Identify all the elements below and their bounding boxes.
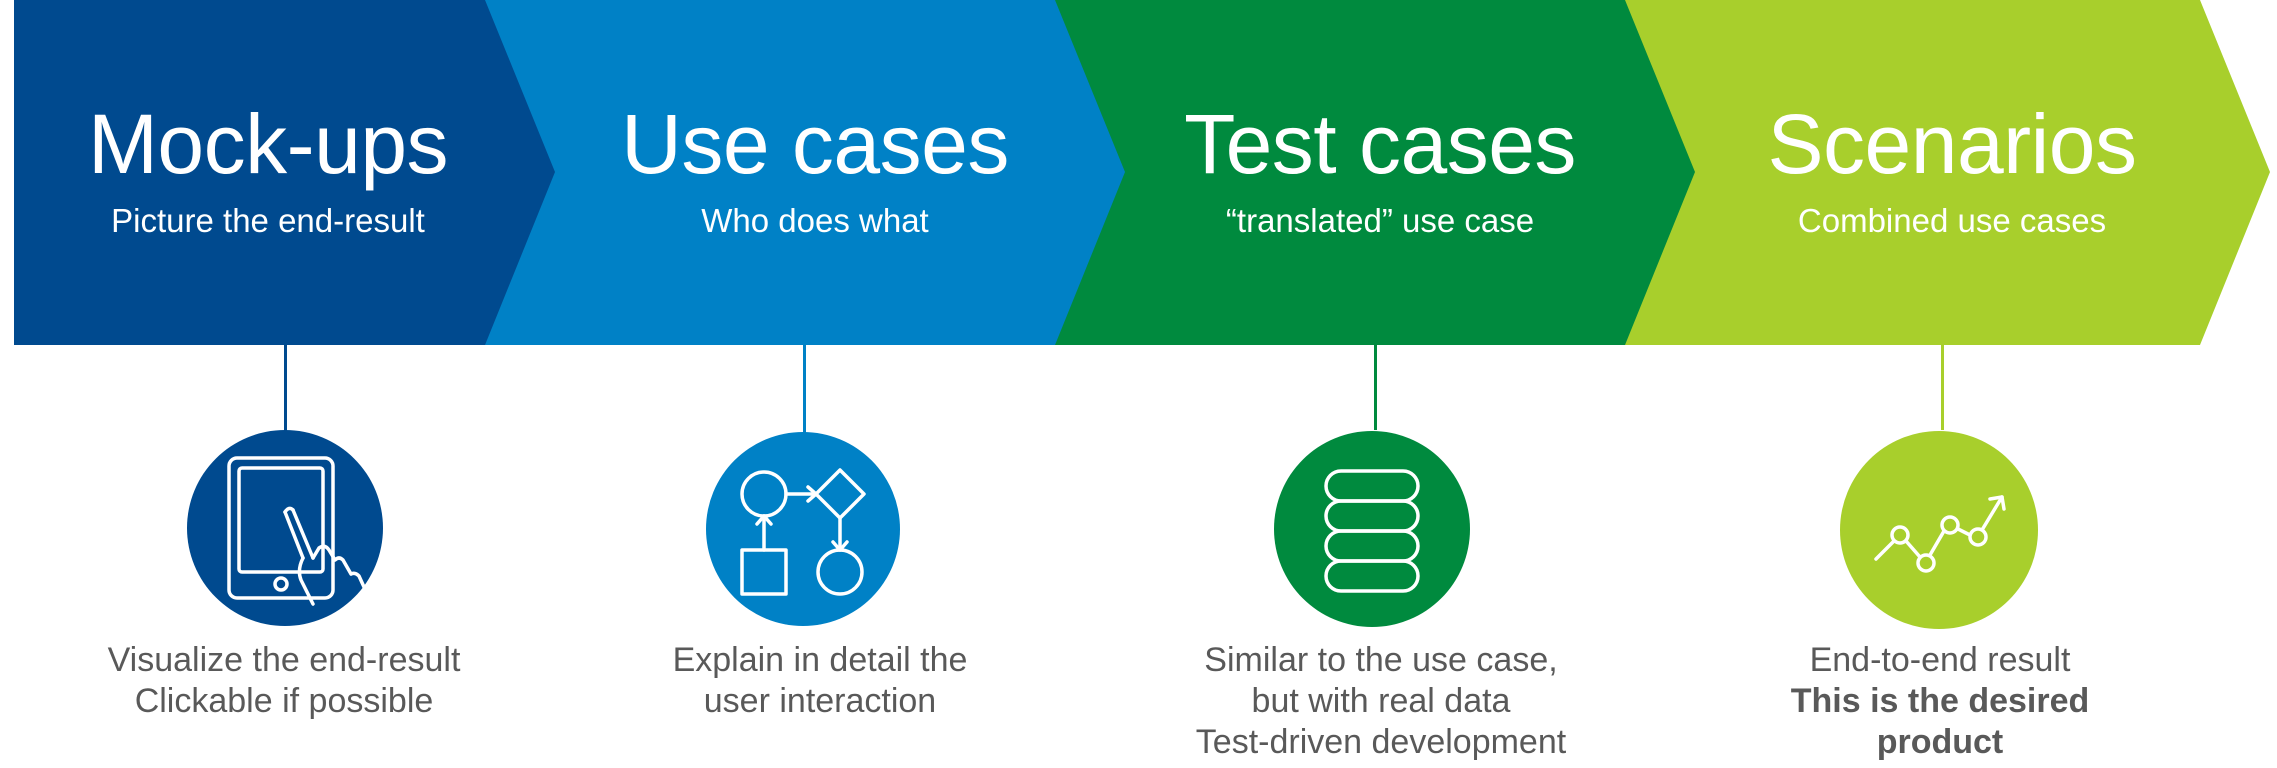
step-3-icon-circle (1274, 431, 1470, 627)
step-2-header: Use cases Who does what (555, 0, 1075, 345)
step-1-subtitle: Picture the end-result (111, 202, 425, 239)
step-2-description: Explain in detail the user interaction (560, 640, 1080, 722)
step-3-header: Test cases “translated” use case (1120, 0, 1640, 345)
connector-1 (284, 345, 287, 445)
chevron-step-3 (1055, 0, 1700, 345)
step-3-description-line-1: Similar to the use case, (1204, 641, 1558, 679)
step-4-header: Scenarios Combined use cases (1692, 0, 2212, 345)
step-3-title: Test cases (1184, 97, 1576, 191)
step-3-description-line-3: Test-driven development (1195, 723, 1567, 761)
chevron-step-1 (14, 0, 560, 345)
step-4-subtitle: Combined use cases (1797, 202, 2107, 239)
connector-3 (1374, 345, 1377, 430)
chevron-step-2 (485, 0, 1130, 345)
step-1-icon-circle (187, 430, 383, 626)
step-4-icon-circle (1840, 431, 2038, 629)
step-3-subtitle: “translated” use case (1225, 202, 1535, 239)
step-2-description-line-1: Explain in detail the (672, 641, 968, 679)
step-1-header: Mock-ups Picture the end-result (8, 0, 528, 345)
step-2-title: Use cases (621, 97, 1009, 191)
step-3-description-line-2: but with real data (1251, 682, 1511, 720)
step-2-description-line-2: user interaction (703, 682, 937, 720)
flowchart-icon (740, 468, 866, 596)
step-4-title: Scenarios (1767, 97, 2137, 191)
database-icon (1324, 469, 1420, 593)
step-4-description: End-to-end result This is the desired pr… (1780, 640, 2100, 763)
step-3-description: Similar to the use case, but with real d… (1121, 640, 1641, 763)
step-1-description: Visualize the end-result Clickable if po… (24, 640, 544, 722)
chevron-step-4 (1625, 0, 2270, 345)
tablet-touch-icon (227, 456, 374, 626)
step-2-subtitle: Who does what (701, 202, 929, 239)
connector-2 (803, 345, 806, 455)
step-1-title: Mock-ups (87, 97, 449, 191)
step-1-description-line-1: Visualize the end-result (107, 641, 461, 679)
connector-4 (1941, 345, 1944, 430)
step-2-icon-circle (706, 432, 900, 626)
step-1-description-line-2: Clickable if possible (134, 682, 434, 720)
step-4-description-line-1: End-to-end result (1809, 641, 2071, 679)
step-4-description-emphasis: This is the desired product (1790, 682, 2090, 761)
trend-line-icon (1874, 495, 2006, 573)
